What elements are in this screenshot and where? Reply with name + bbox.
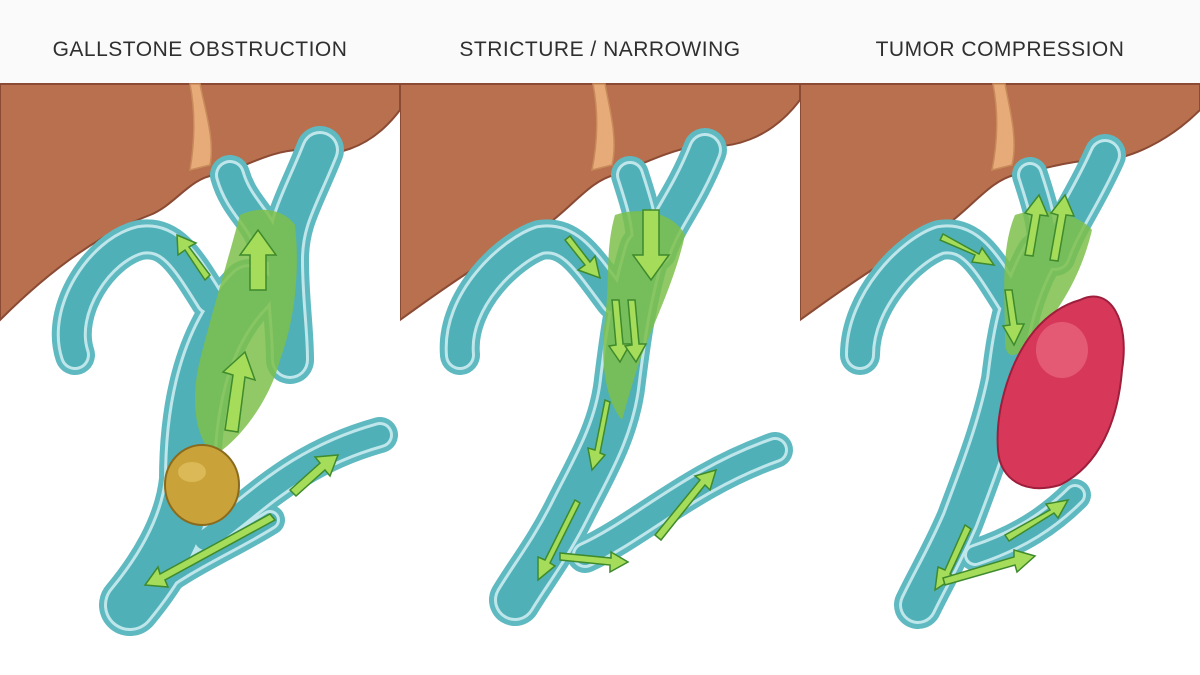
gallstone — [164, 444, 240, 526]
bile-pool — [195, 209, 297, 455]
tumor — [996, 295, 1125, 490]
panel-gallstone: GALLSTONE OBSTRUCTION — [0, 0, 400, 675]
panel-title: GALLSTONE OBSTRUCTION — [52, 38, 348, 61]
falciform-ligament — [189, 83, 213, 172]
panel-title: TUMOR COMPRESSION — [875, 38, 1125, 61]
gallstone-illustration — [0, 0, 400, 636]
panel-tumor: TUMOR COMPRESSION — [800, 0, 1200, 675]
flow-arrows — [143, 228, 340, 588]
stricture-illustration — [400, 0, 800, 626]
panel-title: STRICTURE / NARROWING — [459, 38, 741, 61]
tumor-illustration — [800, 0, 1200, 629]
falciform-ligament — [991, 83, 1015, 172]
panel-stricture: STRICTURE / NARROWING — [400, 0, 800, 675]
bile-pool — [603, 211, 685, 420]
flow-arrows — [934, 193, 1076, 592]
flow-arrows — [537, 209, 718, 582]
falciform-ligament — [591, 83, 615, 172]
